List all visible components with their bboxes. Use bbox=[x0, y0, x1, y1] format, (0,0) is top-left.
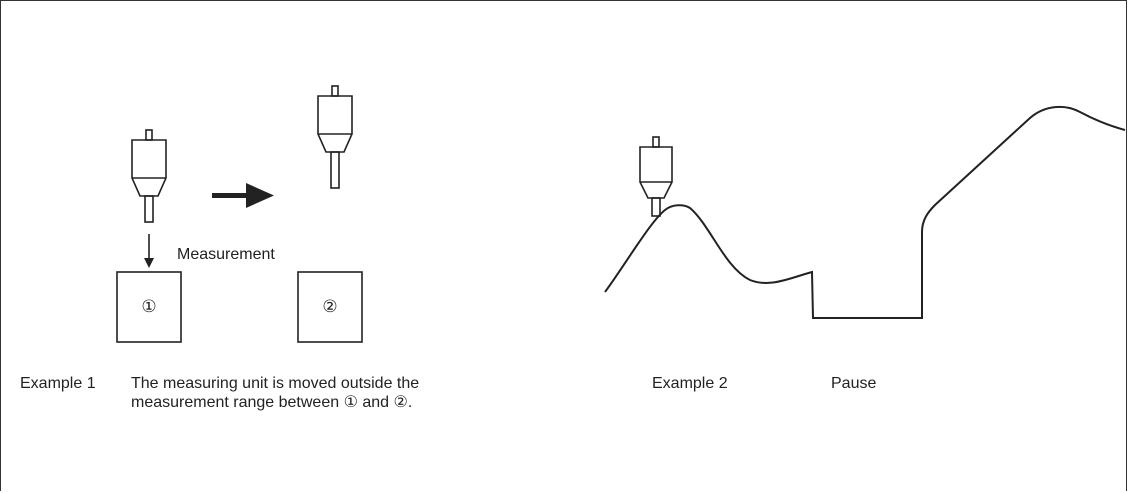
measurement-label: Measurement bbox=[177, 246, 275, 263]
surface-profile-curve bbox=[604, 105, 1126, 319]
right-arrow-icon bbox=[212, 183, 274, 208]
probe-icon-position-2 bbox=[317, 85, 353, 189]
probe-icon-position-1 bbox=[131, 129, 167, 223]
example-1-caption-line-1: The measuring unit is moved outside the bbox=[131, 375, 420, 392]
box-2-number: ② bbox=[322, 297, 338, 317]
probe-icon-example-2 bbox=[639, 136, 673, 217]
example-2-title: Example 2 bbox=[652, 375, 728, 392]
example-1-caption-line-2: measurement range between ① and ②. bbox=[131, 394, 413, 411]
example-1-title: Example 1 bbox=[20, 375, 96, 392]
workpiece-box-1 bbox=[116, 271, 182, 343]
down-arrow-icon bbox=[144, 234, 154, 268]
box-1-number: ① bbox=[141, 297, 157, 317]
workpiece-box-2 bbox=[297, 271, 363, 343]
pause-label: Pause bbox=[831, 375, 877, 392]
